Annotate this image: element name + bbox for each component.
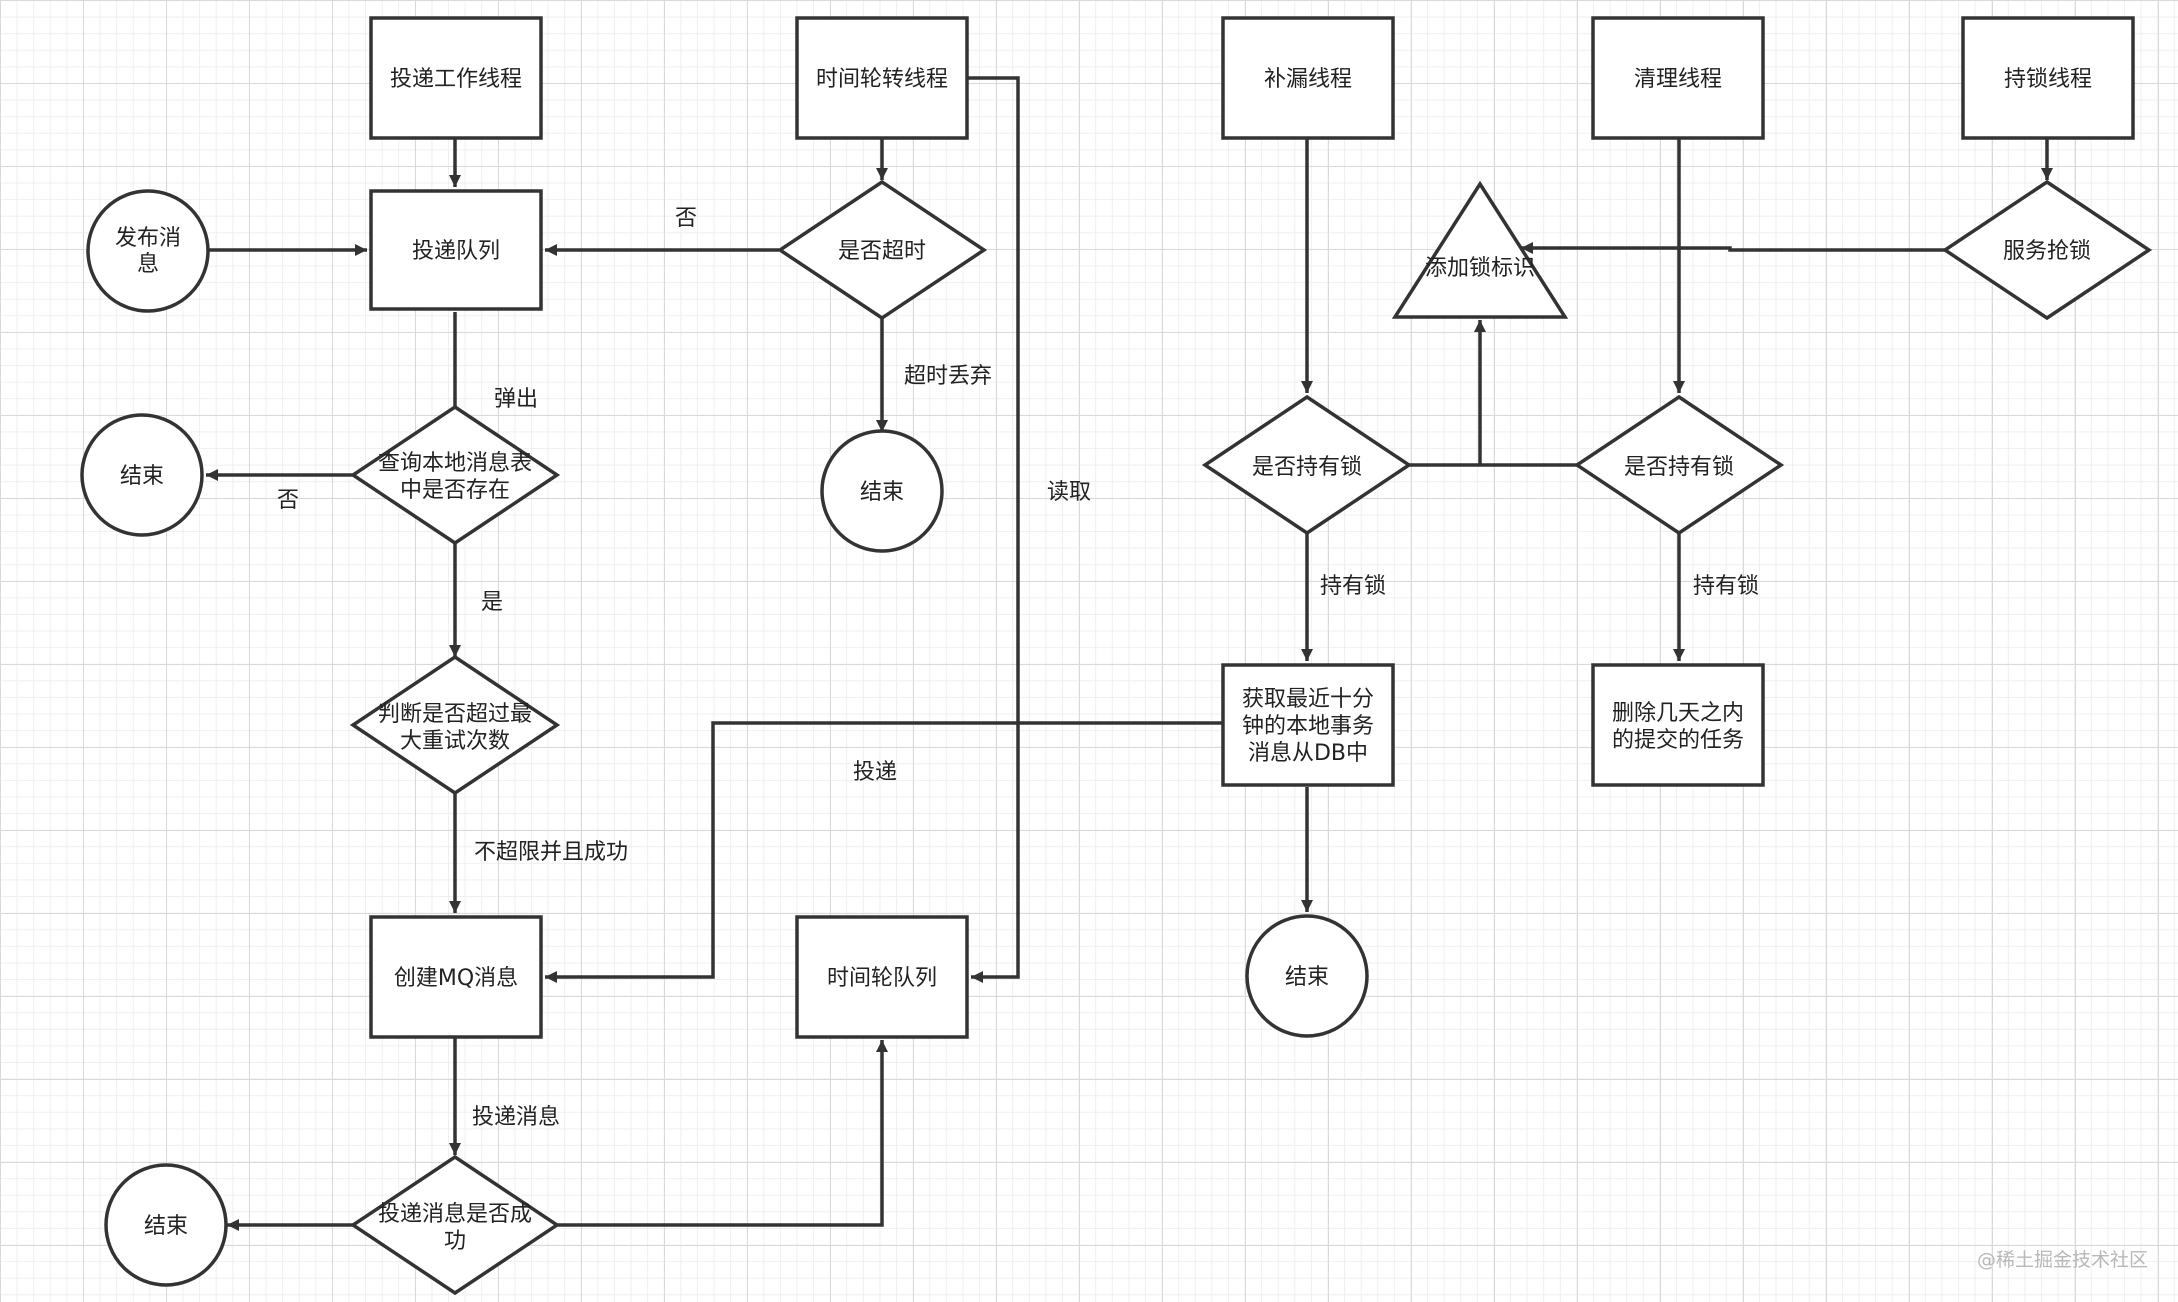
label-retry-2: 大重试次数	[400, 729, 510, 754]
label-time-wheel-queue: 时间轮队列	[827, 966, 937, 991]
label-lock-thread: 持锁线程	[2004, 67, 2092, 92]
label-deliver-thread: 投递工作线程	[390, 67, 522, 92]
label-success-2: 功	[444, 1229, 466, 1254]
label-query-1: 查询本地消息表	[378, 451, 532, 476]
label-retry-1: 判断是否超过最	[378, 702, 532, 727]
watermark: @稀土掘金技术社区	[1977, 1249, 2148, 1271]
edge-label-read: 读取	[1047, 480, 1091, 505]
node-is-timeout	[776, 179, 988, 321]
node-lock-thread	[1961, 16, 2135, 140]
nodes: 投递工作线程 投递队列 发布消 息 结束 查询本地消息表 中是否存在 判断是否超…	[80, 16, 2153, 1296]
label-publish-msg-2: 息	[137, 252, 159, 277]
label-fetch-1: 获取最近十分	[1242, 687, 1374, 712]
label-end-2: 结束	[144, 1214, 188, 1239]
node-deliver-queue	[369, 189, 543, 311]
node-add-lock-flag	[1391, 180, 1569, 319]
node-time-wheel-queue	[795, 915, 969, 1039]
node-patch-thread	[1221, 16, 1395, 140]
label-is-timeout: 是否超时	[838, 239, 926, 264]
label-delete-1: 删除几天之内	[1612, 701, 1744, 726]
label-success-1: 投递消息是否成	[378, 1202, 532, 1227]
node-grab-lock	[1941, 179, 2153, 321]
edge-label-deliver-message: 投递消息	[472, 1105, 560, 1130]
edge-label-within-limit: 不超限并且成功	[474, 840, 628, 865]
node-deliver-thread	[369, 16, 543, 140]
node-query-local-table	[349, 404, 561, 546]
label-add-lock-flag: 添加锁标识	[1425, 256, 1535, 281]
label-query-2: 中是否存在	[400, 478, 510, 503]
edge-label-exist: 是	[481, 590, 503, 615]
label-end-1: 结束	[120, 464, 164, 489]
label-delete-2: 的提交的任务	[1612, 728, 1744, 753]
edges	[206, 76, 2053, 1231]
label-fetch-3: 消息从DB中	[1248, 741, 1368, 766]
edge-label-clean-holds-lock: 持有锁	[1693, 574, 1759, 599]
node-fetch-recent	[1221, 663, 1395, 787]
node-patch-has-lock	[1201, 394, 1413, 536]
label-end-3: 结束	[860, 480, 904, 505]
edge-timewheel-thread-read-queue	[968, 76, 1020, 983]
edge-fetch-to-create	[545, 721, 1222, 983]
label-end-4: 结束	[1285, 965, 1329, 990]
node-create-mq-msg	[369, 915, 543, 1039]
label-deliver-queue: 投递队列	[412, 239, 500, 264]
node-end-1	[80, 413, 204, 537]
node-end-2	[104, 1163, 228, 1287]
label-time-wheel-thread: 时间轮转线程	[816, 67, 948, 92]
edge-label-deliver: 投递	[853, 760, 897, 785]
node-check-max-retry	[349, 654, 561, 796]
label-patch-has-lock: 是否持有锁	[1252, 455, 1362, 480]
node-end-3	[820, 429, 944, 553]
node-time-wheel-thread	[795, 16, 969, 140]
edge-grab-to-add-lock	[1521, 242, 1945, 254]
edge-label-pop: 弹出	[494, 387, 538, 412]
label-publish-msg: 发布消	[115, 226, 181, 251]
label-clean-thread: 清理线程	[1634, 67, 1722, 92]
node-deliver-success-check	[349, 1154, 561, 1296]
label-grab-lock: 服务抢锁	[2003, 239, 2091, 264]
label-create-mq-msg: 创建MQ消息	[394, 966, 518, 991]
label-patch-thread: 补漏线程	[1264, 67, 1352, 92]
edge-label-not-exist: 否	[277, 488, 299, 513]
node-delete-tasks	[1591, 663, 1765, 787]
node-clean-has-lock	[1573, 394, 1785, 536]
node-clean-thread	[1591, 16, 1765, 140]
label-clean-has-lock: 是否持有锁	[1624, 455, 1734, 480]
edge-success-to-timewheel-queue	[557, 1040, 888, 1227]
edge-label-patch-holds-lock: 持有锁	[1320, 574, 1386, 599]
edge-label-no-timeout: 否	[675, 206, 697, 231]
node-publish-msg	[86, 189, 210, 313]
edge-label-timeout-discard: 超时丢弃	[904, 364, 992, 389]
edge-labels: 否 弹出 否 是 不超限并且成功 投递消息 超时丢弃 读取 投递 持有锁 持有锁	[277, 206, 1759, 1130]
label-fetch-2: 钟的本地事务	[1242, 714, 1374, 739]
node-end-4	[1245, 914, 1369, 1038]
